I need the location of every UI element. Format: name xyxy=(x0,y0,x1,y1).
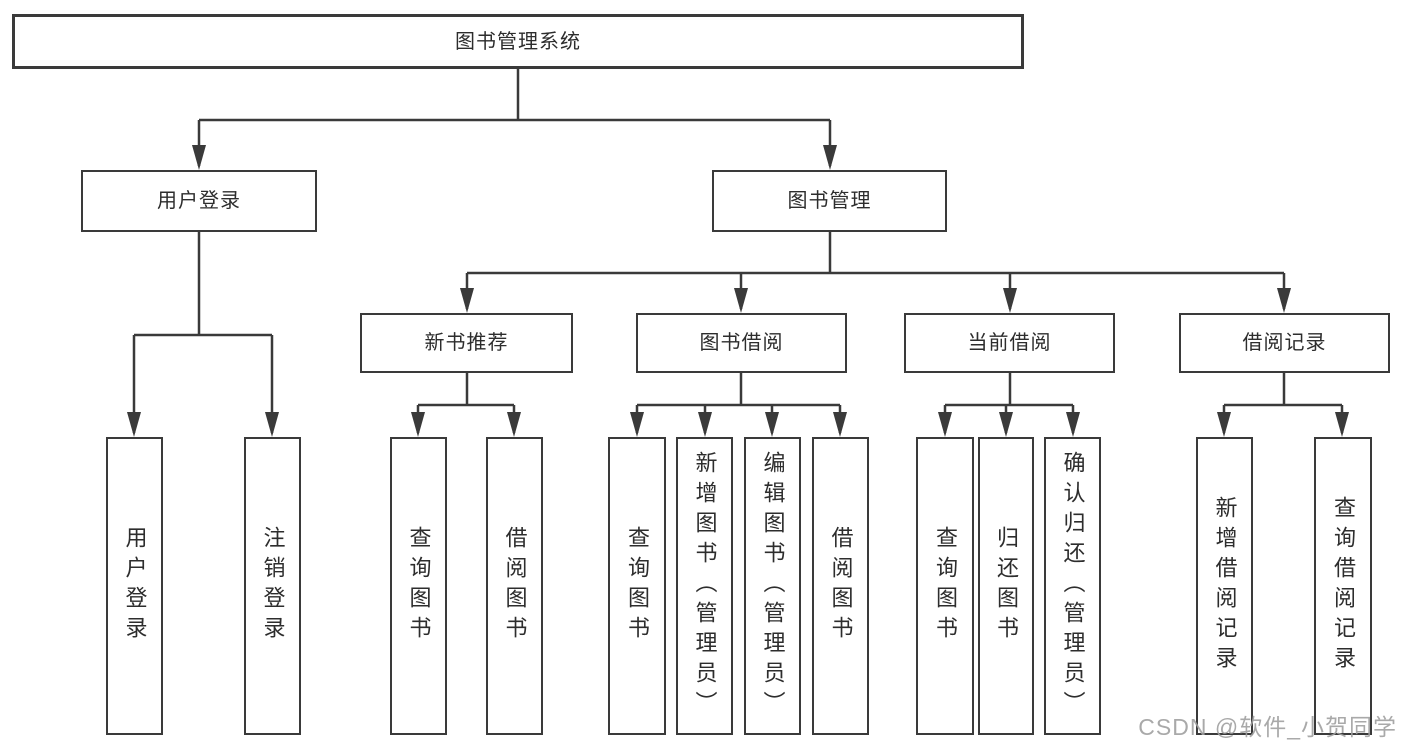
leaf-query-books-2: 查询图书 xyxy=(608,437,666,735)
node-user-login: 用户登录 xyxy=(81,170,317,232)
node-borrow-records: 借阅记录 xyxy=(1179,313,1390,373)
leaf-add-borrow-record: 新增借阅记录 xyxy=(1196,437,1253,735)
node-label: 归还图书 xyxy=(994,526,1019,646)
node-label: 图书借阅 xyxy=(699,332,784,354)
node-label: 借阅图书 xyxy=(502,526,528,646)
leaf-borrow-books-1: 借阅图书 xyxy=(486,437,543,735)
node-label: 确认归还（管理员） xyxy=(1060,451,1086,721)
leaf-edit-books-admin: 编辑图书（管理员） xyxy=(744,437,801,735)
node-label: 图书管理系统 xyxy=(455,30,581,53)
node-label: 查询借阅记录 xyxy=(1331,496,1356,676)
leaf-borrow-books-2: 借阅图书 xyxy=(812,437,869,735)
leaf-query-borrow-record: 查询借阅记录 xyxy=(1314,437,1372,735)
node-book-management: 图书管理 xyxy=(712,170,947,232)
leaf-return-books: 归还图书 xyxy=(978,437,1034,735)
node-label: 注销登录 xyxy=(260,526,286,646)
node-label: 新增图书（管理员） xyxy=(692,451,718,721)
node-new-book-recommend: 新书推荐 xyxy=(360,313,573,373)
leaf-query-books-3: 查询图书 xyxy=(916,437,974,735)
leaf-add-books-admin: 新增图书（管理员） xyxy=(676,437,733,735)
node-label: 新增借阅记录 xyxy=(1212,496,1238,676)
node-label: 图书管理 xyxy=(787,190,872,212)
node-label: 用户登录 xyxy=(122,526,148,646)
arrow-down-icons xyxy=(127,145,1349,437)
leaf-query-books-1: 查询图书 xyxy=(390,437,447,735)
node-label: 编辑图书（管理员） xyxy=(760,451,786,721)
leaf-confirm-return-admin: 确认归还（管理员） xyxy=(1044,437,1101,735)
node-label: 查询图书 xyxy=(625,526,650,646)
node-book-borrowing: 图书借阅 xyxy=(636,313,847,373)
connector-rails xyxy=(132,69,1344,433)
csdn-watermark: CSDN @软件_小贺同学 xyxy=(1138,714,1397,740)
node-label: 查询图书 xyxy=(933,526,958,646)
node-library-system: 图书管理系统 xyxy=(12,14,1024,69)
node-label: 新书推荐 xyxy=(424,332,509,354)
node-label: 用户登录 xyxy=(157,190,241,212)
leaf-user-login: 用户登录 xyxy=(106,437,163,735)
node-label: 借阅记录 xyxy=(1242,332,1327,354)
node-current-borrowing: 当前借阅 xyxy=(904,313,1115,373)
leaf-logout: 注销登录 xyxy=(244,437,301,735)
node-label: 借阅图书 xyxy=(828,526,854,646)
node-label: 查询图书 xyxy=(406,526,432,646)
node-label: 当前借阅 xyxy=(967,332,1052,354)
